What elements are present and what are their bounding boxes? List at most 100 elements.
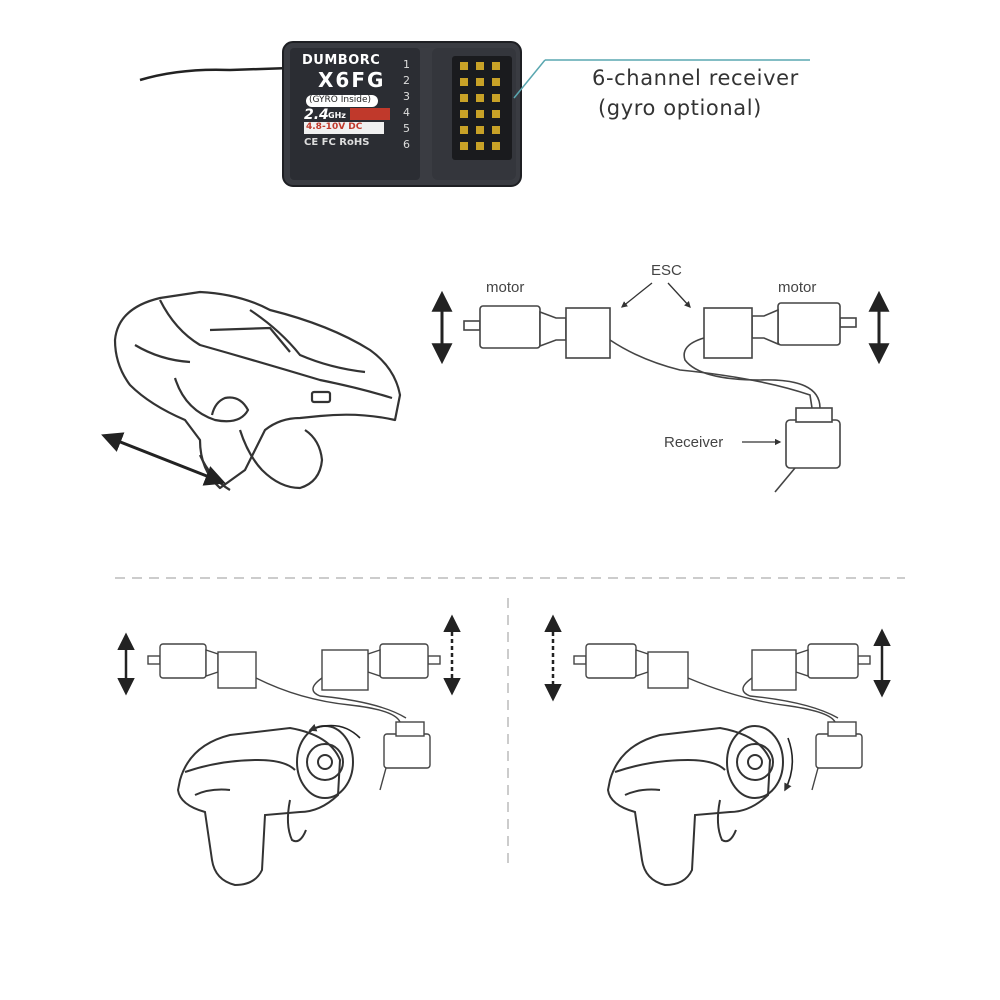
header-pin [476, 110, 484, 118]
left-esc-box [565, 307, 611, 359]
esc-pointer-right [667, 282, 691, 308]
receiver-small-antenna [774, 467, 796, 493]
bl-transmitter-line [184, 758, 296, 773]
br-transmitter-body [606, 726, 772, 887]
receiver-antenna [139, 66, 291, 82]
br-steering-wheel [726, 725, 784, 799]
bl-left-neck [205, 649, 219, 677]
receiver-label: Receiver [664, 434, 724, 451]
bl-right-motor [379, 643, 429, 679]
br-receiver-header [827, 721, 857, 737]
bl-right-wire [312, 677, 407, 719]
bl-steering-wheel [296, 725, 354, 799]
transmitter-body-line [159, 299, 393, 400]
br-left-wire [687, 677, 836, 723]
transmitter-detail-line [209, 326, 291, 353]
bl-receiver-antenna [379, 767, 387, 791]
bottom-left-panel [117, 614, 461, 791]
br-right-wire [742, 677, 839, 719]
receiver-band-unit: GHz [328, 111, 346, 120]
channel-number: 6 [403, 138, 410, 151]
header-pin [492, 126, 500, 134]
transmitter-body-line-2 [134, 344, 191, 364]
header-pin [460, 126, 468, 134]
bl-right-neck [367, 649, 381, 677]
bl-transmitter-line-2 [194, 788, 231, 796]
right-motor-neck [751, 308, 779, 346]
br-transmitter-line-2 [624, 788, 661, 796]
bl-trigger [286, 799, 307, 843]
transmitter-body-outline [113, 290, 402, 490]
callout-line [513, 59, 546, 99]
bl-wheel-center [317, 754, 333, 770]
header-pin [460, 110, 468, 118]
voltage-badge-bg [304, 122, 384, 134]
header-pin [460, 78, 468, 86]
receiver-band: 2.4 [304, 107, 329, 123]
pistol-transmitter [113, 290, 402, 491]
receiver-photo [139, 41, 522, 187]
br-transmitter-line [614, 758, 726, 773]
bl-receiver-body [383, 733, 431, 769]
bl-left-motor [159, 643, 207, 679]
header-pin [492, 110, 500, 118]
esc-label: ESC [651, 262, 682, 279]
header-pin [460, 94, 468, 102]
gyro-badge-bg [306, 95, 378, 107]
bl-right-esc [321, 649, 369, 691]
bl-right-shaft [427, 655, 441, 665]
left-motor-shaft [463, 320, 481, 331]
brand-logo-badge [350, 108, 390, 120]
channel-number: 3 [403, 90, 410, 103]
header-pin [492, 78, 500, 86]
br-right-neck [795, 649, 809, 677]
left-motor-neck [539, 310, 567, 348]
br-receiver-antenna [811, 767, 819, 791]
br-steer-direction-arrow [784, 737, 794, 792]
br-left-esc [647, 651, 689, 689]
bl-transmitter-body [176, 726, 342, 887]
channel-number: 2 [403, 74, 410, 87]
br-right-esc [751, 649, 797, 691]
br-left-shaft [573, 655, 587, 665]
header-pin [460, 142, 468, 150]
wiring-diagram-main [431, 290, 890, 493]
bl-receiver-header [395, 721, 425, 737]
motor-right-label: motor [778, 279, 817, 296]
right-esc-box [703, 307, 753, 359]
receiver-gyro-badge: (GYRO Inside) [309, 95, 372, 105]
left-esc-wire [609, 339, 813, 409]
callout-title: 6-channel receiver [592, 66, 799, 90]
br-wheel-transmitter [606, 725, 794, 887]
receiver-small-header [795, 407, 833, 423]
br-right-motor [807, 643, 859, 679]
bl-left-esc [217, 651, 257, 689]
bl-steer-direction-arrow [308, 723, 361, 739]
header-pin [476, 94, 484, 102]
bl-wheel-transmitter [176, 723, 361, 887]
header-pin [460, 62, 468, 70]
header-pin [476, 78, 484, 86]
trigger-outline [173, 377, 250, 423]
channel-number: 1 [403, 58, 410, 71]
callout-subtitle: (gyro optional) [598, 96, 762, 120]
transmitter-canopy-line [249, 309, 366, 374]
left-motor-body [479, 305, 541, 349]
bl-left-shaft [147, 655, 161, 665]
receiver-small-body [785, 419, 841, 469]
header-pin [476, 62, 484, 70]
channel-number: 5 [403, 122, 410, 135]
br-wheel-center [747, 754, 763, 770]
receiver-voltage: 4.8-10V DC [306, 122, 363, 132]
header-pin [492, 142, 500, 150]
br-right-shaft [857, 655, 871, 665]
header-pin [492, 62, 500, 70]
right-motor-body [777, 302, 841, 346]
bl-wheel-hub [306, 743, 344, 781]
grip-outline [238, 429, 324, 490]
br-left-motor [585, 643, 637, 679]
receiver-model: X6FG [318, 68, 386, 92]
header-pin [476, 126, 484, 134]
